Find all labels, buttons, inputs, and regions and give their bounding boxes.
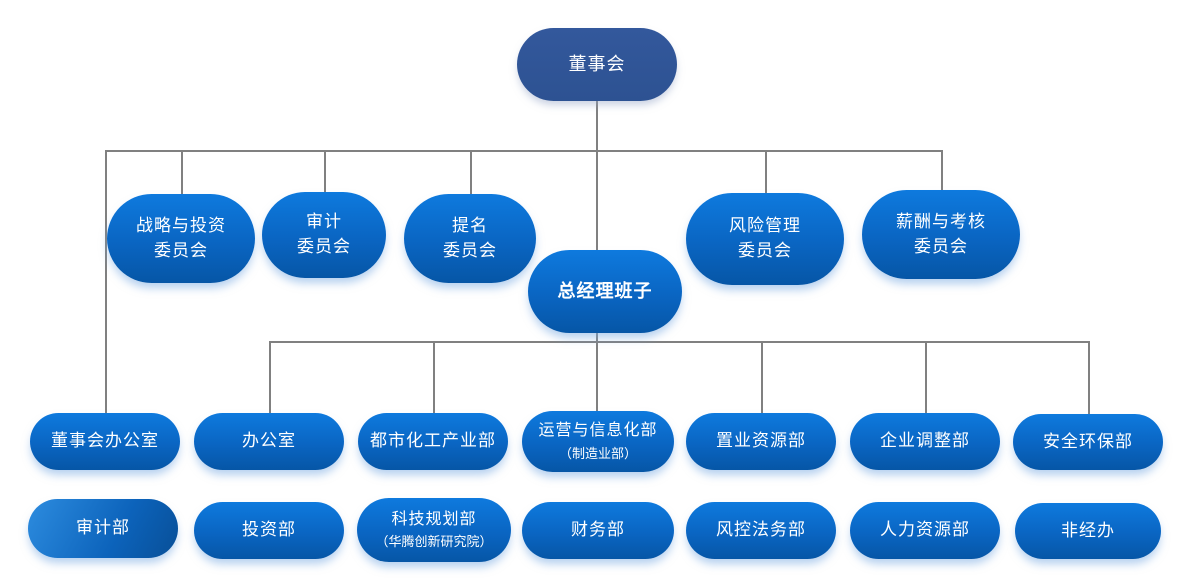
- dept-label: 企业调整部: [880, 431, 970, 451]
- connector-stub-office: [269, 341, 271, 414]
- committee-label: 委员会: [738, 241, 792, 260]
- node-committee-strategy-investment: 战略与投资 委员会: [107, 194, 255, 283]
- dept-sublabel: （制造业部）: [558, 445, 637, 461]
- committee-label: 风险管理: [729, 216, 801, 236]
- connector-stub-strategy: [181, 150, 183, 195]
- node-committee-risk-management: 风险管理 委员会: [686, 193, 844, 285]
- connector-stub-safety: [1088, 341, 1090, 414]
- dept-label: 运营与信息化部: [538, 422, 658, 440]
- committee-label: 薪酬与考核: [896, 211, 986, 231]
- connector-board-office-drop: [105, 150, 107, 414]
- node-committee-audit: 审计 委员会: [262, 192, 386, 278]
- connector-stub-urban-chemical: [433, 341, 435, 414]
- dept-label: 都市化工产业部: [370, 431, 496, 451]
- connector-level1-bus: [105, 150, 942, 152]
- node-board-label: 董事会: [568, 54, 626, 75]
- node-dept-audit: 审计部: [28, 499, 178, 558]
- node-dept-enterprise-adjustment: 企业调整部: [850, 413, 1000, 470]
- dept-label: 置业资源部: [716, 431, 806, 451]
- connector-stub-operations: [596, 341, 598, 412]
- node-dept-risk-legal: 风控法务部: [686, 502, 836, 559]
- dept-label: 非经办: [1061, 520, 1115, 540]
- committee-label: 战略与投资: [136, 215, 226, 235]
- committee-label: 委员会: [297, 237, 351, 256]
- dept-label: 财务部: [571, 520, 625, 540]
- committee-label: 审计: [306, 212, 342, 232]
- connector-to-gm: [596, 150, 598, 251]
- node-dept-property-resources: 置业资源部: [686, 413, 836, 470]
- dept-label: 科技规划部: [391, 510, 477, 528]
- connector-stub-compensation: [941, 150, 943, 191]
- committee-label: 提名: [452, 215, 488, 235]
- dept-label: 安全环保部: [1043, 431, 1133, 451]
- dept-sublabel: （华腾创新研究院）: [375, 534, 493, 550]
- node-dept-operations-informatization: 运营与信息化部 （制造业部）: [522, 411, 674, 472]
- connector-stub-audit-committee: [324, 150, 326, 193]
- committee-label: 委员会: [154, 240, 208, 260]
- dept-label: 风控法务部: [716, 520, 806, 540]
- connector-stub-adjustment: [925, 341, 927, 414]
- connector-gm-down: [596, 333, 598, 342]
- dept-label: 办公室: [242, 431, 296, 451]
- committee-label: 委员会: [914, 236, 968, 256]
- node-dept-urban-chemical: 都市化工产业部: [358, 413, 508, 470]
- node-board: 董事会: [517, 28, 677, 101]
- connector-stub-nomination: [470, 150, 472, 195]
- connector-level2-bus: [269, 341, 1089, 343]
- gm-label: 总经理班子: [557, 281, 653, 302]
- node-dept-office: 办公室: [194, 413, 344, 470]
- node-dept-non-operating: 非经办: [1015, 503, 1161, 559]
- node-dept-hr: 人力资源部: [850, 502, 1000, 559]
- node-dept-tech-planning: 科技规划部 （华腾创新研究院）: [357, 498, 511, 562]
- node-dept-safety-environment: 安全环保部: [1013, 414, 1163, 470]
- dept-label: 审计部: [76, 518, 130, 538]
- connector-stub-property: [761, 341, 763, 414]
- node-gm-team: 总经理班子: [528, 250, 682, 333]
- node-committee-compensation-assessment: 薪酬与考核 委员会: [862, 190, 1020, 279]
- dept-label: 投资部: [242, 520, 296, 540]
- connector-stub-risk: [765, 150, 767, 194]
- dept-label: 董事会办公室: [51, 431, 159, 451]
- node-committee-nomination: 提名 委员会: [404, 194, 536, 283]
- node-dept-board-office: 董事会办公室: [30, 413, 180, 470]
- node-dept-finance: 财务部: [522, 502, 674, 559]
- dept-label: 人力资源部: [880, 520, 970, 540]
- committee-label: 委员会: [443, 240, 497, 260]
- node-dept-investment: 投资部: [194, 502, 344, 559]
- connector-board-down: [596, 101, 598, 150]
